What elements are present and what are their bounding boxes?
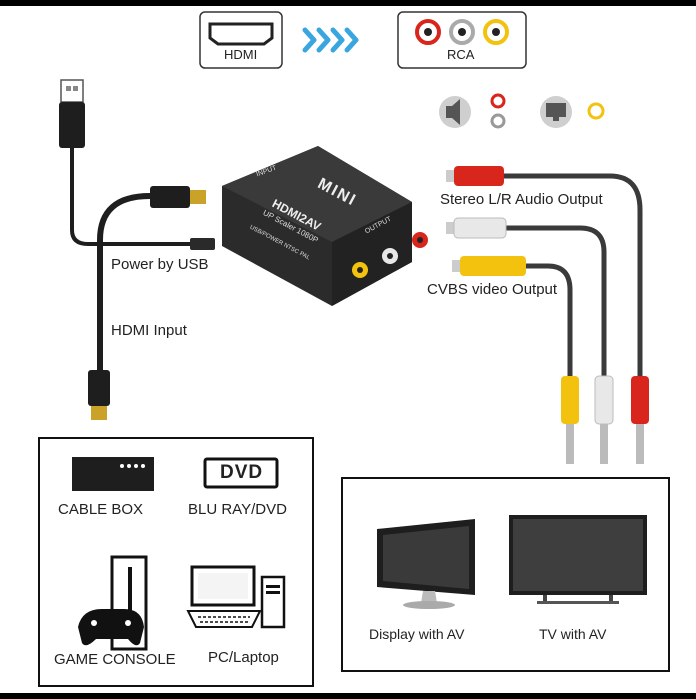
blu-ray-label: BLU RAY/DVD bbox=[188, 501, 287, 518]
source-devices-panel: DVD CABLE BOX BLU RAY/DVD GAME CONSOLE P… bbox=[38, 437, 314, 687]
rca-header-box bbox=[397, 11, 527, 69]
game-console-icon bbox=[78, 555, 148, 651]
yellow-rca-plug-top bbox=[452, 256, 526, 276]
rca-red-jack-icon bbox=[415, 19, 441, 45]
speaker-icon bbox=[439, 96, 471, 128]
tv-display-icon bbox=[509, 515, 647, 604]
usb-plug bbox=[59, 79, 85, 148]
rca-header-label: RCA bbox=[447, 47, 475, 62]
cable-box-icon bbox=[72, 457, 154, 491]
dvd-logo-icon bbox=[203, 457, 279, 489]
tv-with-av-label: TV with AV bbox=[539, 626, 607, 642]
bottom-border bbox=[0, 693, 696, 699]
hdmi-input-label: HDMI Input bbox=[111, 322, 187, 339]
hdmi-header-label: HDMI bbox=[224, 47, 258, 62]
display-with-av-label: Display with AV bbox=[369, 626, 465, 642]
pc-laptop-icon bbox=[186, 565, 286, 629]
audio-jacks-icon bbox=[490, 93, 506, 129]
conversion-arrow-icon bbox=[302, 27, 359, 53]
rca-yellow-jack-icon bbox=[483, 19, 509, 45]
video-jack-icon bbox=[587, 102, 605, 120]
hdmi-plug-bottom bbox=[88, 370, 110, 420]
usb-mini-plug bbox=[190, 238, 215, 250]
monitor-icon bbox=[540, 96, 572, 128]
pc-laptop-label: PC/Laptop bbox=[208, 649, 279, 666]
dvd-logo-text: DVD bbox=[220, 462, 264, 483]
white-rca-plug-top bbox=[446, 217, 507, 239]
power-by-usb-label: Power by USB bbox=[111, 256, 209, 273]
game-console-label: GAME CONSOLE bbox=[54, 651, 176, 668]
yellow-video-cable bbox=[525, 263, 573, 378]
white-audio-cable bbox=[505, 225, 607, 378]
red-rca-plug-top bbox=[446, 166, 504, 186]
white-rca-plug-bottom bbox=[594, 375, 614, 464]
hdmi-port-icon bbox=[208, 22, 274, 46]
stereo-output-label: Stereo L/R Audio Output bbox=[440, 191, 603, 208]
usb-cable bbox=[70, 148, 205, 246]
top-border bbox=[0, 0, 696, 6]
yellow-rca-plug-bottom bbox=[561, 376, 579, 464]
hdmi-plug-top bbox=[150, 186, 206, 208]
red-rca-plug-bottom bbox=[631, 376, 649, 464]
rca-white-jack-icon bbox=[449, 19, 475, 45]
cvbs-output-label: CVBS video Output bbox=[427, 281, 558, 298]
display-devices-graphics bbox=[377, 515, 647, 609]
source-devices-graphics bbox=[72, 457, 286, 651]
monitor-display-icon bbox=[377, 519, 475, 609]
hdmi-cable bbox=[97, 193, 151, 372]
hdmi-header-box bbox=[199, 11, 283, 69]
red-audio-cable bbox=[500, 173, 643, 378]
cable-box-label: CABLE BOX bbox=[58, 501, 144, 518]
display-devices-panel: Display with AV TV with AV bbox=[341, 477, 670, 672]
device-output-ports bbox=[352, 232, 428, 278]
